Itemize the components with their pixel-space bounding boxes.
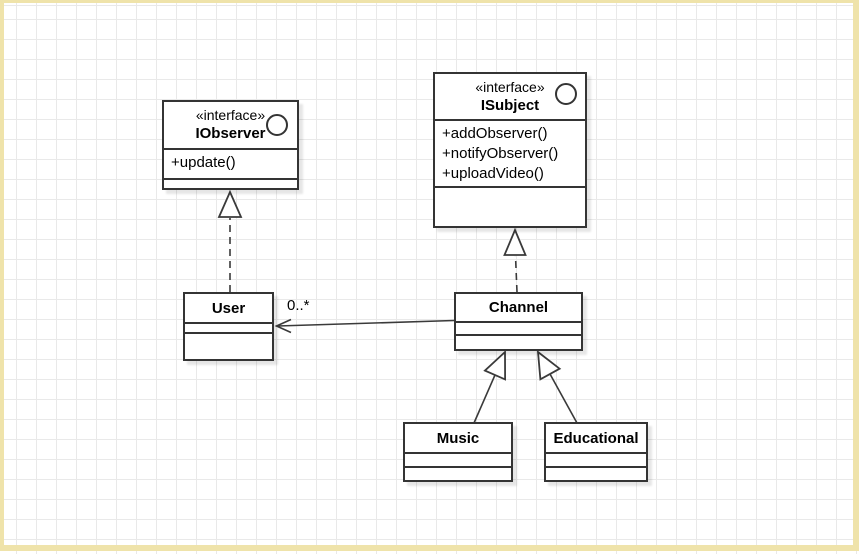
music-empty-compartment (405, 466, 511, 480)
channel-name: Channel (488, 299, 549, 316)
class-music[interactable]: Music (403, 422, 513, 482)
channel-empty-compartment (456, 321, 581, 334)
iobserver-empty-compartment (164, 178, 297, 188)
class-user[interactable]: User (183, 292, 274, 361)
iobserver-methods: +update() (164, 148, 297, 178)
class-channel[interactable]: Channel (454, 292, 583, 351)
edge-association-channel-user[interactable] (274, 318, 455, 334)
music-name: Music (436, 429, 480, 447)
isubject-stereotype: «interface» (475, 78, 545, 95)
class-isubject-header: «interface» ISubject (435, 74, 585, 119)
method-line: +update() (171, 154, 236, 171)
method-line: +notifyObserver() (442, 145, 559, 162)
channel-empty-compartment (456, 334, 581, 349)
class-isubject[interactable]: «interface» ISubject +addObserver() +not… (433, 72, 587, 228)
interface-circle-icon (555, 83, 577, 105)
isubject-name: ISubject (480, 96, 540, 114)
user-empty-compartment (185, 332, 272, 359)
isubject-methods: +addObserver() +notifyObserver() +upload… (435, 119, 585, 186)
music-empty-compartment (405, 452, 511, 466)
method-line: +uploadVideo() (442, 165, 544, 182)
isubject-empty-compartment (435, 186, 585, 226)
iobserver-stereotype: «interface» (195, 107, 266, 123)
method-line: +addObserver() (442, 125, 548, 142)
user-name: User (211, 299, 246, 317)
edge-realization-user-iobserver[interactable] (217, 189, 243, 292)
iobserver-name: IObserver (195, 125, 266, 142)
class-educational[interactable]: Educational (544, 422, 648, 482)
association-multiplicity-label[interactable]: 0..* (287, 297, 310, 314)
class-iobserver-header: «interface» IObserver (164, 102, 297, 148)
edge-generalization-music-channel[interactable] (473, 349, 507, 424)
user-empty-compartment (185, 322, 272, 332)
educational-empty-compartment (546, 466, 646, 480)
class-iobserver[interactable]: «interface» IObserver +update() (162, 100, 299, 190)
interface-circle-icon (266, 114, 288, 136)
edge-realization-channel-isubject[interactable] (503, 227, 527, 293)
educational-empty-compartment (546, 452, 646, 466)
educational-name: Educational (553, 429, 639, 447)
edge-generalization-educational-channel[interactable] (536, 350, 578, 424)
